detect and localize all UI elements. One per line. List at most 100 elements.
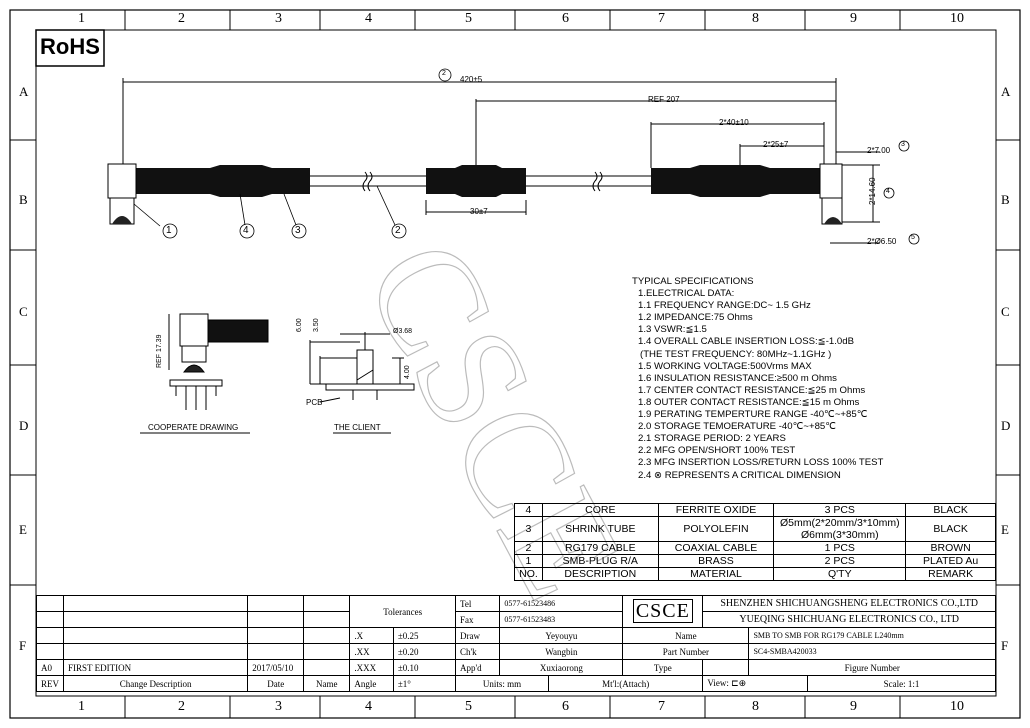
dim-2x7-marker: 3: [901, 141, 905, 148]
dim-overall: 420±5: [460, 75, 483, 84]
spec-line: 2.1 STORAGE PERIOD: 2 YEARS: [638, 433, 786, 445]
grid-col-top-7: 7: [658, 11, 665, 26]
bom-cell: NO.: [514, 567, 543, 581]
figure-number-label: Figure Number: [748, 659, 996, 676]
grid-col-top-4: 4: [365, 11, 372, 26]
spec-title: TYPICAL SPECIFICATIONS: [632, 276, 754, 287]
grid-row-right-D: D: [1001, 418, 1011, 433]
pn-value: SC4-SMBA420033: [748, 643, 996, 660]
dim-2x25: 2*25±7: [763, 140, 789, 149]
grid-col-top-10: 10: [950, 11, 964, 26]
grid-row-left-E: E: [19, 522, 27, 537]
grid-col-top-5: 5: [465, 11, 472, 26]
bom-cell: 1 PCS: [773, 541, 907, 555]
bom-cell: POLYOLEFIN: [657, 516, 775, 542]
grid-col-top-3: 3: [275, 11, 282, 26]
logo-text: CSCE: [632, 599, 693, 623]
grid-col-top-2: 2: [178, 11, 185, 26]
dim-368: Ø3.68: [393, 328, 413, 335]
name-value: SMB TO SMB FOR RG179 CABLE L240mm: [748, 627, 996, 644]
spec-line: 1.8 OUTER CONTACT RESISTANCE:≦15 m Ohms: [638, 396, 860, 408]
pcb-label: PCB: [306, 398, 323, 407]
dim-2xd650: 2*Ø6.50: [867, 237, 897, 246]
spec-line: 2.0 STORAGE TEMOERATURE -40℃~+85℃: [638, 421, 837, 433]
tol-x-value: ±0.25: [392, 627, 457, 644]
name2-label: Name: [303, 675, 351, 692]
grid-row-left-D: D: [19, 418, 29, 433]
bom-cell: 3 PCS: [773, 503, 907, 517]
grid-col-bottom-2: 2: [178, 699, 185, 714]
view-label: View:: [707, 678, 729, 688]
bom-cell: 4: [514, 503, 543, 517]
callout-4: 4: [243, 225, 249, 236]
spec-line: 1.3 VSWR:≦1.5: [638, 324, 707, 336]
callout-3: 3: [295, 225, 301, 236]
tol-xxx-value: ±0.10: [392, 659, 457, 676]
scale: Scale: 1:1: [806, 675, 997, 692]
spec-line: 2.4 ⊗ REPRESENTS A CRITICAL DIMENSION: [638, 469, 841, 481]
grid-col-bottom-9: 9: [850, 699, 857, 714]
dim-350: 3.50: [313, 318, 320, 332]
appd-label: App'd: [455, 659, 501, 676]
bom-cell: SHRINK TUBE: [541, 516, 659, 542]
dim-2x14: 2*14.60: [868, 177, 877, 205]
rev-a0: A0: [36, 659, 64, 676]
dim-mid: 30±7: [470, 207, 488, 216]
grid-col-bottom-5: 5: [465, 699, 472, 714]
spec-line: 1.ELECTRICAL DATA:: [638, 288, 735, 300]
bom-cell: REMARK: [905, 567, 996, 581]
grid-col-top-1: 1: [78, 11, 85, 26]
tol-xx: .XX: [349, 643, 394, 660]
bom-cell: BLACK: [905, 503, 996, 517]
grid-col-bottom-6: 6: [562, 699, 569, 714]
tel-value: 0577-61523486: [499, 595, 624, 612]
spec-line: 1.7 CENTER CONTACT RESISTANCE:≦25 m Ohms: [638, 384, 866, 396]
bom-cell: 1: [514, 554, 543, 568]
company-2: YUEQING SHICHUANG ELECTRONICS CO., LTD: [702, 611, 996, 628]
grid-row-right-B: B: [1001, 192, 1010, 207]
bom-cell: BLACK: [905, 516, 996, 542]
pn-label: Part Number: [622, 643, 750, 660]
detail-ref: REF 17.39: [156, 334, 163, 368]
spec-line: 2.2 MFG OPEN/SHORT 100% TEST: [638, 445, 796, 457]
grid-col-bottom-1: 1: [78, 699, 85, 714]
dim-400: 4.00: [404, 365, 411, 379]
type-label: Type: [622, 659, 704, 676]
draw-value: Yeyouyu: [499, 627, 624, 644]
grid-row-left-A: A: [19, 84, 29, 99]
spec-line: (THE TEST FREQUENCY: 80MHz~1.1GHz ): [640, 348, 832, 360]
dim-ref: REF 207: [648, 95, 680, 104]
dim-2x7: 2*7.00: [867, 146, 891, 155]
callout-1: 1: [166, 225, 172, 236]
fax-label: Fax: [455, 611, 501, 628]
grid-col-top-6: 6: [562, 11, 569, 26]
grid-col-top-8: 8: [752, 11, 759, 26]
appd-value: Xuxiaorong: [499, 659, 624, 676]
bom-cell: SMB-PLUG R/A: [541, 554, 659, 568]
projection-icon: ⊏⊕: [731, 678, 747, 688]
bom-cell: MATERIAL: [657, 567, 775, 581]
fax-value: 0577-61523483: [499, 611, 624, 628]
grid-col-bottom-3: 3: [275, 699, 282, 714]
grid-row-right-E: E: [1001, 522, 1009, 537]
bom-cell: 3: [514, 516, 543, 542]
grid-row-right-F: F: [1001, 638, 1009, 653]
units: Units: mm: [455, 675, 549, 692]
grid-col-bottom-10: 10: [950, 699, 964, 714]
first-edition: FIRST EDITION: [62, 659, 249, 676]
bom-cell: CORE: [541, 503, 659, 517]
grid-row-left-C: C: [19, 304, 28, 319]
client-label: THE CLIENT: [334, 423, 381, 432]
coop-label: COOPERATE DRAWING: [148, 423, 239, 432]
grid-col-top-9: 9: [850, 11, 857, 26]
grid-row-left-F: F: [19, 638, 27, 653]
rev-date: 2017/05/10: [247, 659, 305, 676]
dim-2x40: 2*40±10: [719, 118, 749, 127]
change-desc-label: Change Description: [62, 675, 249, 692]
dim-2x14-marker: 4: [886, 188, 890, 195]
tol-xxx: .XXX: [349, 659, 394, 676]
